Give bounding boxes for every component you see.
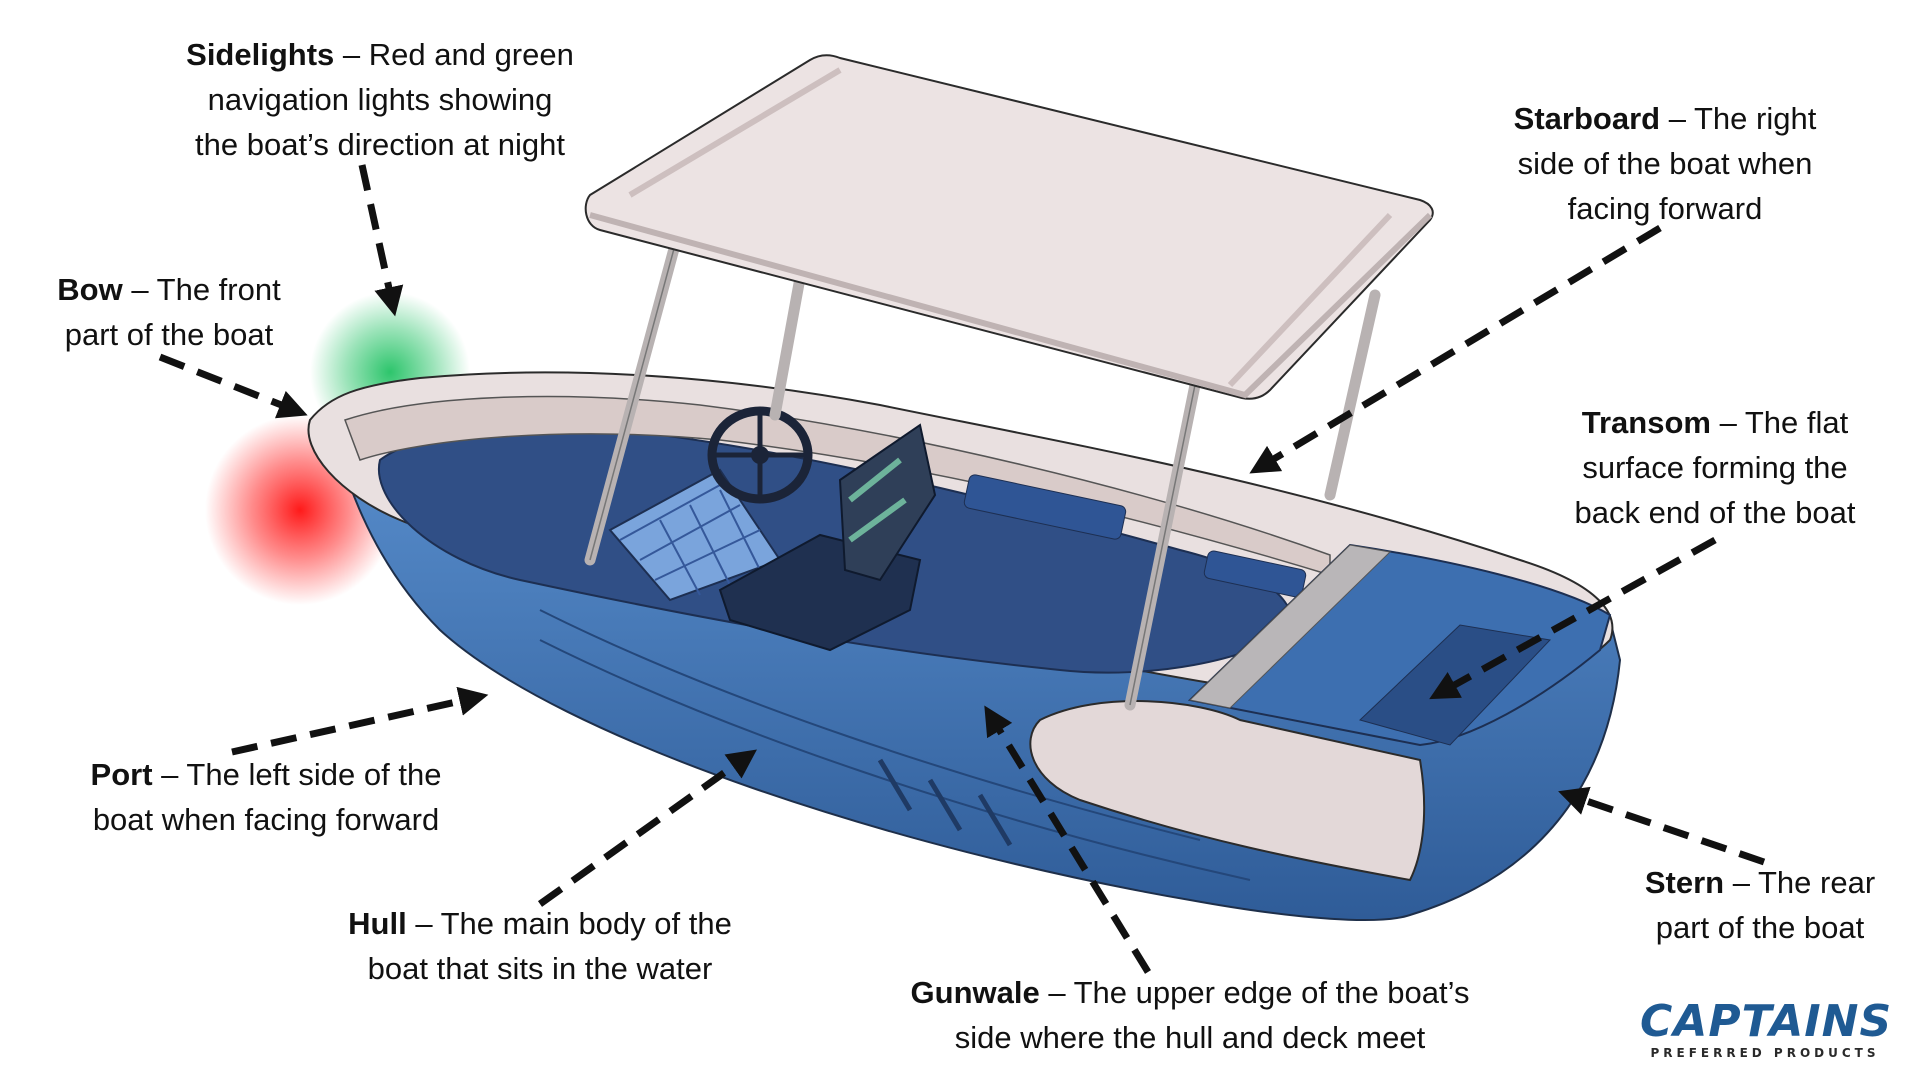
steering-wheel — [707, 406, 813, 504]
label-port: Port – The left side of the boat when fa… — [90, 757, 442, 837]
transom-deck — [1187, 543, 1612, 747]
logo-wordmark: CAPTAINS — [1640, 996, 1893, 1047]
label-hull: Hull – The main body of the boat that si… — [348, 906, 732, 986]
term-sidelights: Sidelights — [186, 37, 335, 72]
term-starboard: Starboard — [1513, 101, 1661, 136]
term-transom: Transom — [1581, 405, 1711, 440]
label-gunwale: Gunwale – The upper edge of the boat’s s… — [910, 975, 1470, 1055]
label-sidelights: Sidelights – Red and green navigation li… — [186, 37, 574, 162]
label-transom: Transom – The flat surface forming the b… — [1574, 405, 1856, 530]
term-bow: Bow — [57, 272, 123, 307]
term-stern: Stern — [1644, 865, 1725, 900]
term-gunwale: Gunwale — [910, 975, 1040, 1010]
canopy-top — [584, 54, 1434, 400]
captains-logo: CAPTAINS PREFERRED PRODUCTS — [1640, 996, 1893, 1070]
label-starboard: Starboard – The right side of the boat w… — [1513, 101, 1817, 226]
arrow-stern — [1558, 786, 1766, 866]
arrow-bow — [158, 353, 308, 419]
logo-tagline: PREFERRED PRODUCTS — [1650, 1046, 1880, 1060]
arrow-transom — [1429, 536, 1717, 700]
term-hull: Hull — [348, 906, 407, 941]
arrow-hull — [537, 749, 757, 907]
label-bow: Bow – The front part of the boat — [57, 272, 281, 352]
arrow-sidelights — [358, 164, 404, 317]
label-stern: Stern – The rear part of the boat — [1644, 865, 1876, 945]
arrow-port — [231, 686, 489, 756]
term-port: Port — [90, 757, 153, 792]
arrow-gunwale — [984, 705, 1151, 974]
